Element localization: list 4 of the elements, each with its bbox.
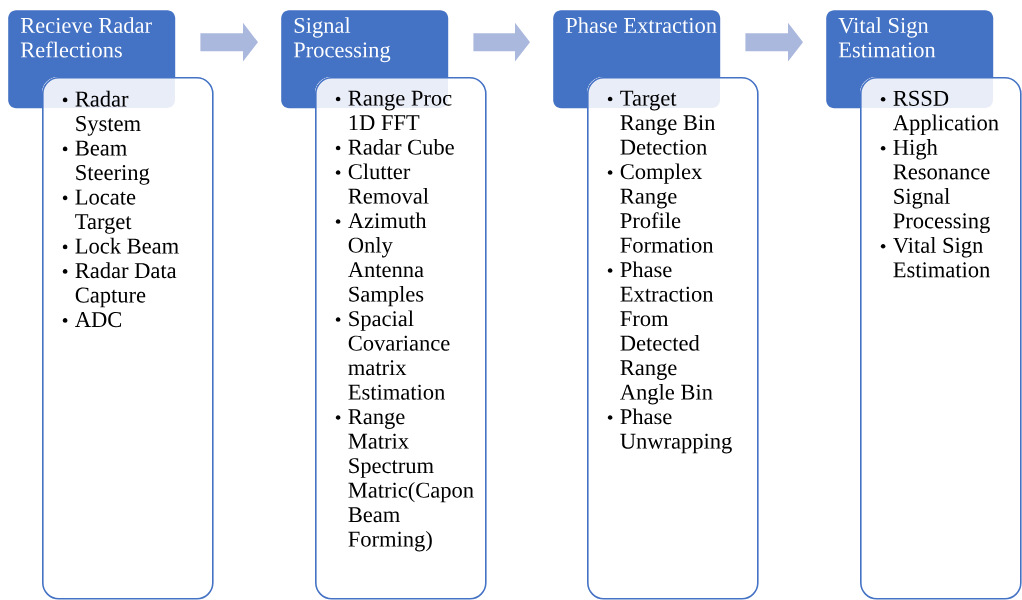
bullet-list-box: RSSD Application High Resonance Signal Processing Vital Sign Estimation: [860, 77, 1022, 600]
bullet-list-box: Range Proc 1D FFT Radar Cube Clutter Removal Azimuth Only Antenna Samples Spacial Covariance matrix Estimation Range Matrix Spectrum Matric(Capon Beam Forming): [315, 77, 487, 600]
bullet-list-box: Radar System Beam Steering Locate Target Lock Beam Radar Data Capture ADC: [42, 77, 214, 600]
bullet-list-box: Target Range Bin Detection Complex Range Profile Formation Phase Extraction From Detected Range Angle Bin Phase Unwrapping: [587, 77, 759, 600]
